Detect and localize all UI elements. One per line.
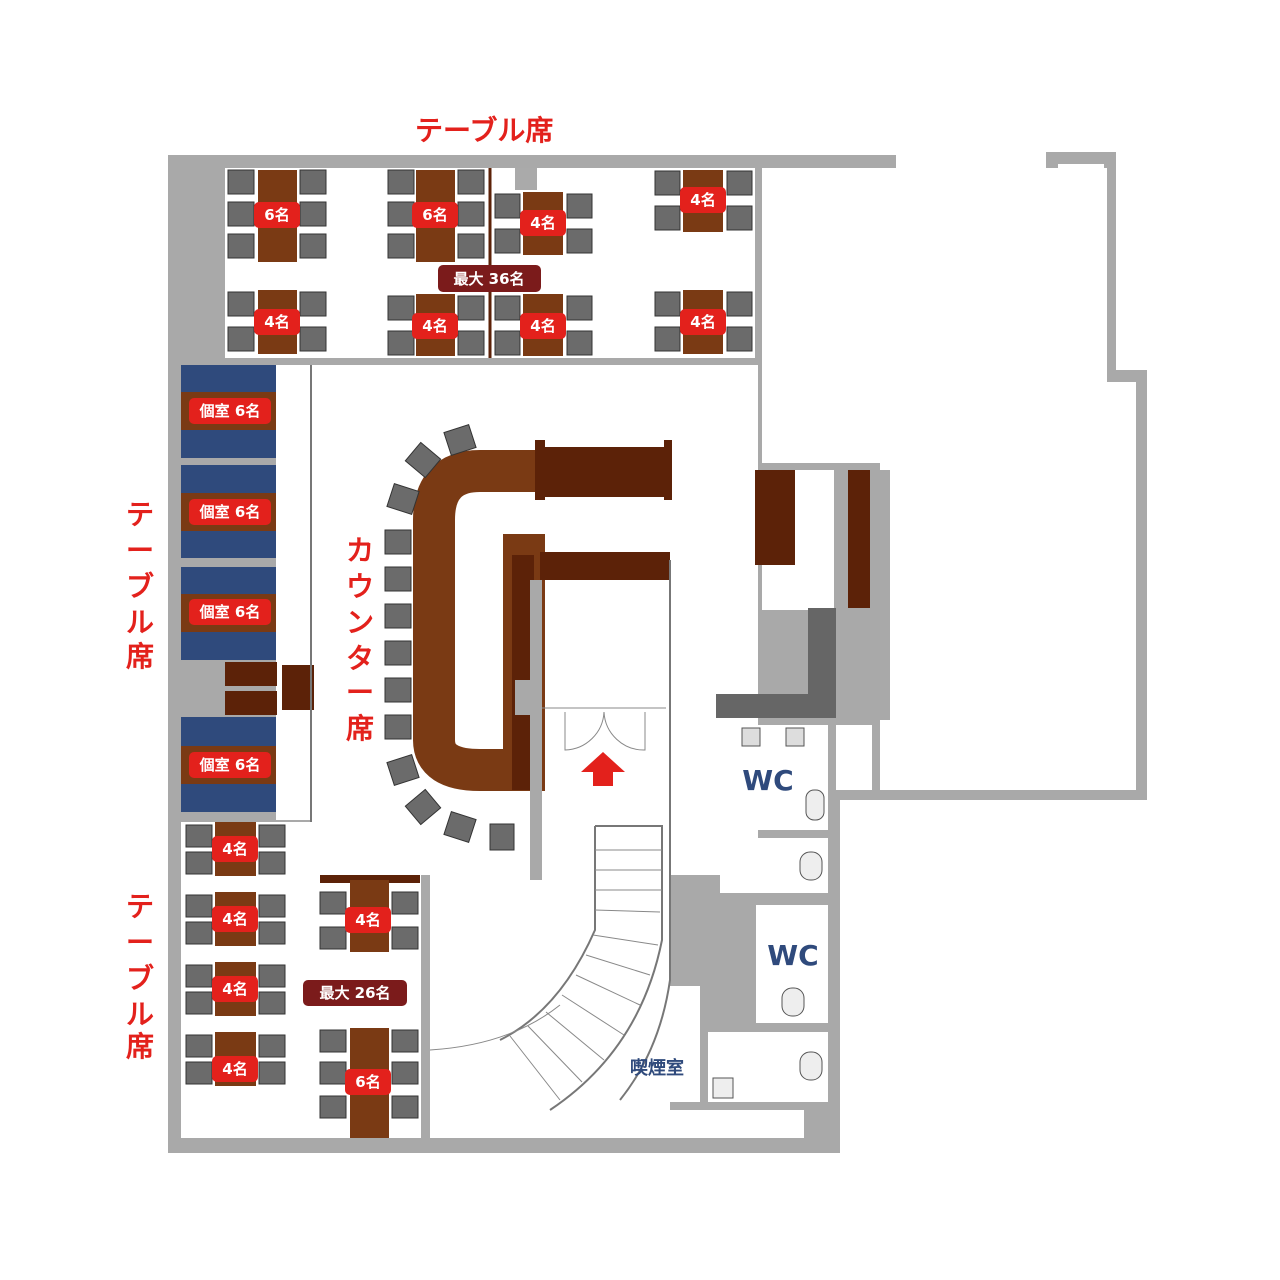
top-seating-title: テーブル席 <box>415 114 553 147</box>
table-badge: 4名 <box>345 907 391 933</box>
stairs <box>429 560 671 1111</box>
svg-text:4名: 4名 <box>422 317 447 335</box>
private-room-badge: 個室 6名 <box>189 752 271 778</box>
table-badge: 4名 <box>412 313 458 339</box>
svg-text:4名: 4名 <box>530 214 555 232</box>
counter-seating-title: カ ウ ン タ ー 席 <box>346 534 374 745</box>
svg-text:4名: 4名 <box>690 313 715 331</box>
svg-text:カ: カ <box>346 534 374 567</box>
svg-text:ン: ン <box>346 606 374 639</box>
counter-stools <box>384 423 515 851</box>
table-badge: 4名 <box>212 836 258 862</box>
svg-text:ル: ル <box>126 998 154 1031</box>
capacity-badge: 最大 36名 <box>438 265 541 292</box>
svg-text:4名: 4名 <box>355 911 380 929</box>
svg-text:個室 6名: 個室 6名 <box>199 603 261 621</box>
svg-text:4名: 4名 <box>690 191 715 209</box>
svg-text:ー: ー <box>126 534 154 567</box>
svg-text:タ: タ <box>346 642 374 675</box>
svg-text:テ: テ <box>126 498 154 531</box>
svg-text:6名: 6名 <box>264 206 289 224</box>
svg-text:ブ: ブ <box>126 570 154 603</box>
svg-text:個室 6名: 個室 6名 <box>199 756 261 774</box>
table-badge: 4名 <box>212 906 258 932</box>
svg-text:4名: 4名 <box>222 910 247 928</box>
svg-text:席: 席 <box>126 1030 154 1063</box>
table-badge: 4名 <box>520 210 566 236</box>
table-badge: 4名 <box>680 187 726 213</box>
private-room-badge: 個室 6名 <box>189 599 271 625</box>
svg-text:4名: 4名 <box>264 313 289 331</box>
svg-text:ブ: ブ <box>126 962 154 995</box>
svg-text:最大 36名: 最大 36名 <box>453 270 524 288</box>
table-badge: 4名 <box>680 309 726 335</box>
counter <box>384 423 672 880</box>
svg-text:6名: 6名 <box>422 206 447 224</box>
table-badge: 4名 <box>254 309 300 335</box>
top-room-labels: 6名 6名 4名 4名 4名 4名 4名 4名 最大 36名 <box>254 187 726 339</box>
svg-text:個室 6名: 個室 6名 <box>199 402 261 420</box>
svg-text:テ: テ <box>126 890 154 923</box>
left-upper-seating-title: テ ー ブ ル 席 <box>126 498 154 673</box>
svg-text:最大 26名: 最大 26名 <box>319 984 390 1002</box>
svg-text:ー: ー <box>126 926 154 959</box>
smoking-room-label: 喫煙室 <box>630 1057 684 1079</box>
table-badge: 4名 <box>212 1056 258 1082</box>
private-room-badge: 個室 6名 <box>189 398 271 424</box>
svg-text:ル: ル <box>126 606 154 639</box>
capacity-badge: 最大 26名 <box>303 980 407 1006</box>
private-room-badge: 個室 6名 <box>189 499 271 525</box>
table-badge: 6名 <box>412 202 458 228</box>
svg-text:ー: ー <box>346 676 374 709</box>
table-badge: 4名 <box>212 976 258 1002</box>
svg-text:席: 席 <box>346 712 374 745</box>
table-badge: 6名 <box>254 202 300 228</box>
private-rooms: 個室 6名 個室 6名 個室 6名 個室 6名 <box>181 365 314 822</box>
svg-text:ウ: ウ <box>346 570 374 603</box>
svg-text:4名: 4名 <box>222 840 247 858</box>
svg-text:個室 6名: 個室 6名 <box>199 503 261 521</box>
entrance <box>542 707 666 786</box>
svg-text:4名: 4名 <box>530 317 555 335</box>
table-badge: 6名 <box>345 1069 391 1095</box>
left-lower-seating-title: テ ー ブ ル 席 <box>126 890 154 1063</box>
svg-text:6名: 6名 <box>355 1073 380 1091</box>
table-badge: 4名 <box>520 313 566 339</box>
entrance-arrow-icon <box>581 752 625 786</box>
svg-text:席: 席 <box>126 640 154 673</box>
wc-label: WC <box>742 764 793 797</box>
svg-text:4名: 4名 <box>222 1060 247 1078</box>
wc-label: WC <box>767 939 818 972</box>
svg-text:4名: 4名 <box>222 980 247 998</box>
bottom-room-furniture: 4名 4名 4名 4名 4名 6名 最大 26名 <box>185 822 420 1138</box>
restrooms: WC WC 喫煙室 <box>630 727 825 1099</box>
top-room-furniture <box>227 169 753 356</box>
